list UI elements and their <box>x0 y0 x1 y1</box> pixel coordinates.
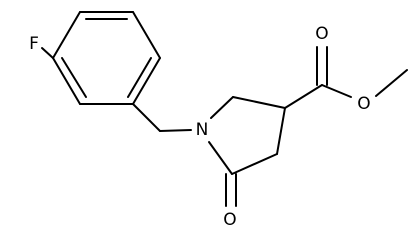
carbonyl-methoxy-o-bond <box>321 84 352 98</box>
molecule-svg: F N O O O <box>29 11 408 230</box>
aryl-ch2-bond <box>132 103 161 132</box>
c5-n-bond <box>208 141 233 175</box>
ch2-n-bond <box>159 129 192 132</box>
ring-bond-5 <box>52 57 81 105</box>
ester-carbonyl-oxygen-label: O <box>315 24 328 44</box>
c-f-bond <box>41 47 54 59</box>
lactam-oxygen-label: O <box>223 210 236 230</box>
ester-methoxy-oxygen-label: O <box>357 94 370 114</box>
chemical-structure-diagram: F N O O O <box>29 11 408 230</box>
nitrogen-atom-label: N <box>196 120 209 140</box>
ring-bond-2 <box>132 11 161 59</box>
ring-bond-3 <box>132 57 161 105</box>
fluorine-atom-label: F <box>29 34 39 54</box>
c3-c4-bond <box>276 107 286 155</box>
methoxy-ch3-bond <box>375 69 408 97</box>
pyrrolidinone-ring <box>208 96 286 175</box>
ring-bond-6 <box>52 11 81 59</box>
n-c2-bond <box>210 96 234 119</box>
ring-bond-3-inner <box>127 57 152 98</box>
c2-c3-bond <box>232 96 286 109</box>
ring-bond-5-inner <box>61 57 87 98</box>
benzene-ring <box>52 11 161 105</box>
c4-c5-bond <box>231 153 278 175</box>
c3-carbonyl-bond <box>284 84 323 109</box>
